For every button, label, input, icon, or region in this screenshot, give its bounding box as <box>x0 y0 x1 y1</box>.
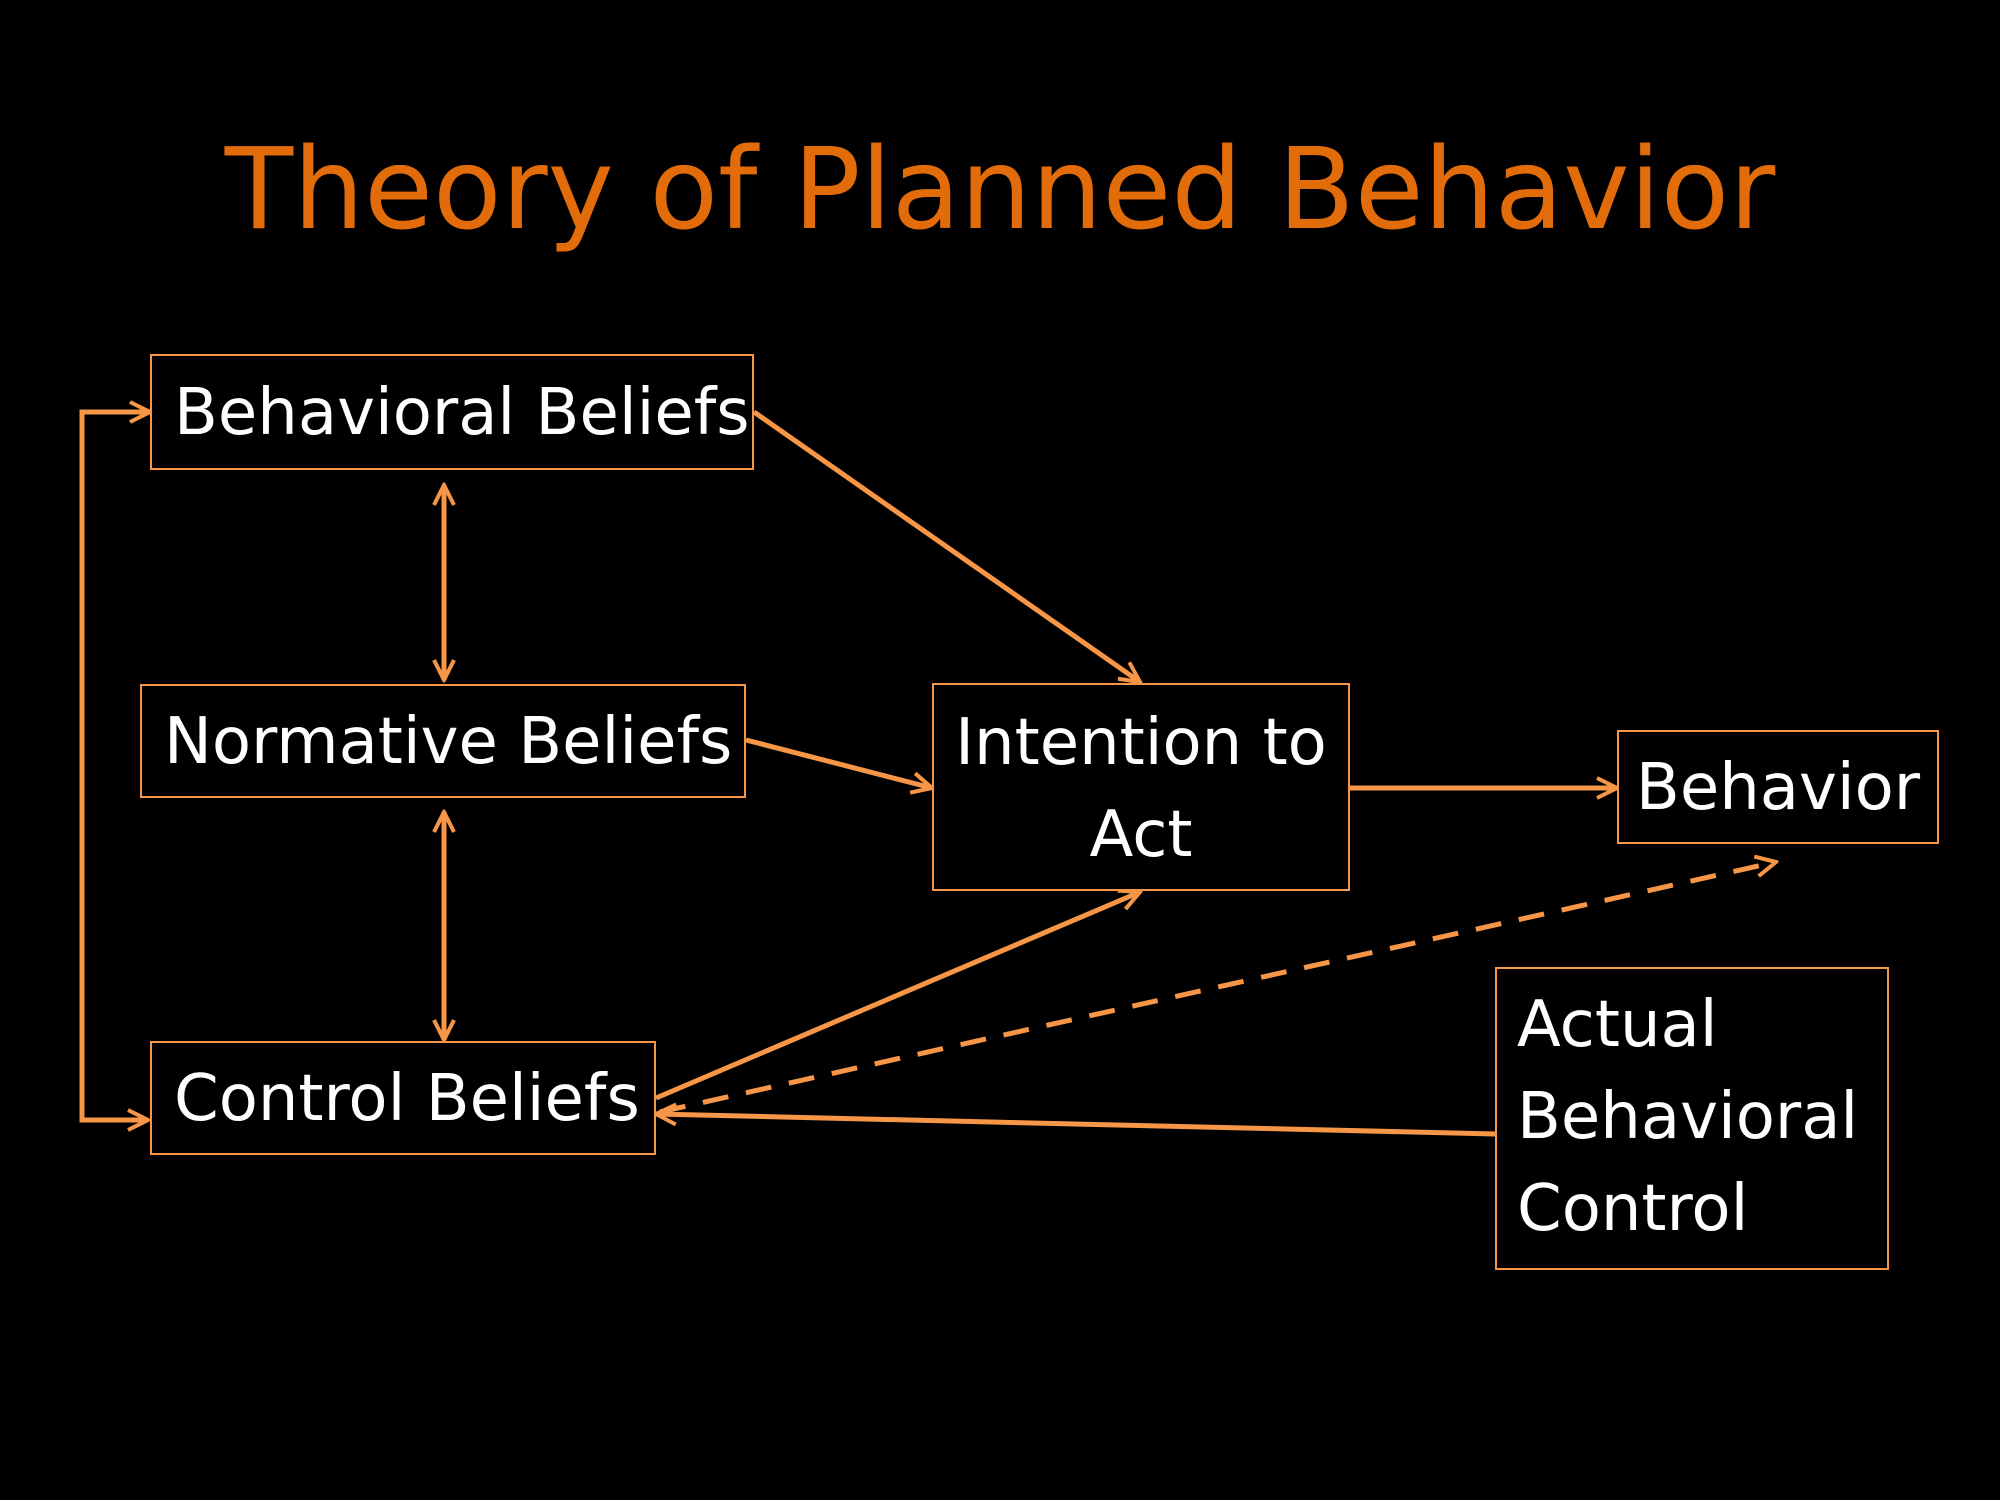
behavioral-intention-arrow <box>752 409 1140 682</box>
behavioral-beliefs-label: Behavioral Beliefs <box>174 376 750 450</box>
normative-beliefs-label: Normative Beliefs <box>164 705 733 779</box>
slide-title: Theory of Planned Behavior <box>224 125 1776 255</box>
control-intention-arrow <box>655 892 1140 1101</box>
actual-control-arrow <box>656 1114 1496 1137</box>
normative-intention-arrow <box>745 737 932 788</box>
control-beliefs-box: Control Beliefs <box>150 1041 656 1155</box>
control-behavior-dashed-arrow <box>659 862 1776 1115</box>
control-beliefs-label: Control Beliefs <box>174 1062 640 1136</box>
loop-arrow <box>79 412 150 1120</box>
actual-control-label-line2: Behavioral <box>1517 1080 1859 1154</box>
behavioral-beliefs-box: Behavioral Beliefs <box>150 354 754 470</box>
actual-behavioral-control-box: Actual Behavioral Control <box>1495 967 1889 1270</box>
actual-control-label-line1: Actual <box>1517 988 1718 1062</box>
intention-box: Intention to Act <box>932 683 1350 891</box>
normative-beliefs-box: Normative Beliefs <box>140 684 746 798</box>
intention-label-line1: Intention to <box>955 706 1327 780</box>
behavior-box: Behavior <box>1617 730 1939 844</box>
behavior-label: Behavior <box>1635 751 1921 825</box>
actual-control-label-line3: Control <box>1517 1172 1749 1246</box>
intention-label-line2: Act <box>1089 798 1193 872</box>
